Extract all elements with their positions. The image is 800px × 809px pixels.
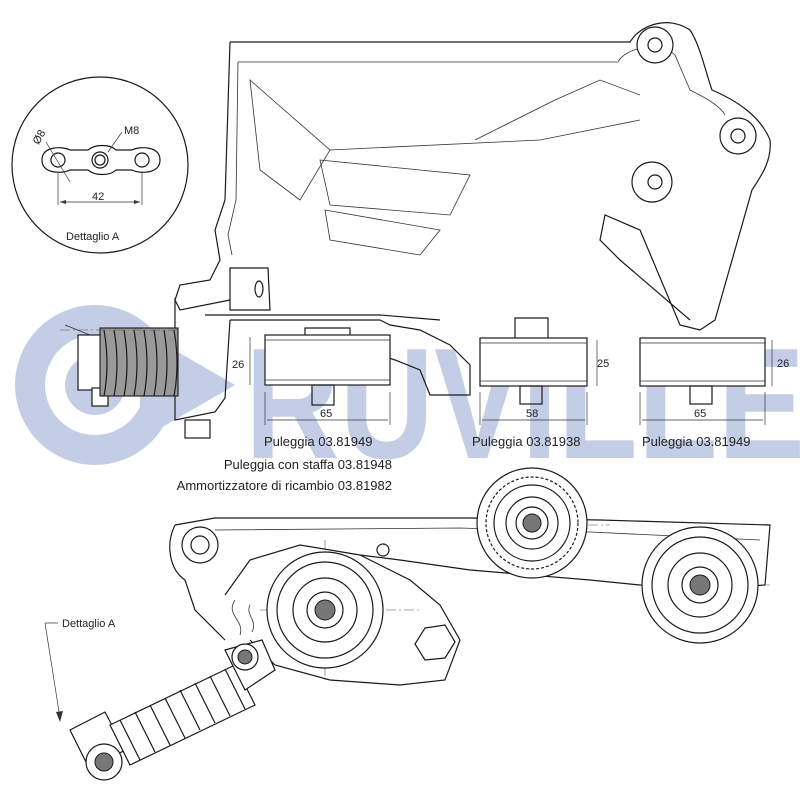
detail-a-view: Ø8 M8 42 Dettaglio A (11, 76, 189, 254)
damper-spring-side (99, 327, 179, 397)
bracket-upper-hole (636, 26, 674, 64)
dim-left-width: 65 (320, 408, 332, 420)
detail-a-diameter-label: Ø8 (31, 128, 49, 147)
pulley-right-front (641, 526, 759, 644)
pulley-right-side (639, 337, 766, 405)
caption-pulley-right: Puleggia 03.81949 (642, 434, 750, 449)
pulley-left-side (264, 327, 391, 406)
detail-a-spacing-label: 42 (92, 191, 104, 203)
pulley-left-front (266, 551, 384, 669)
detail-a-bracket (41, 144, 161, 176)
dim-mid-width: 58 (526, 408, 538, 420)
pulley-mid-side (479, 317, 588, 405)
caption-pulley-left: Puleggia 03.81949 (264, 434, 372, 449)
dim-mid-height: 25 (597, 358, 609, 370)
caption-pulley-mid: Puleggia 03.81938 (472, 434, 580, 449)
side-view-dimensions (249, 337, 773, 425)
dim-right-height: 26 (777, 358, 789, 370)
arm-small-stud (376, 543, 390, 557)
dim-right-width: 65 (694, 408, 706, 420)
caption-pulley-bracket: Puleggia con staffa 03.81948 (224, 457, 392, 472)
mounting-bracket (174, 22, 771, 331)
detail-a-thread-label: M8 (124, 125, 139, 137)
detail-a-callout: Dettaglio A (44, 618, 116, 722)
detail-a-title: Dettaglio A (66, 231, 120, 243)
bracket-right-hole (719, 117, 757, 155)
callout-detail-a-label: Dettaglio A (62, 618, 116, 630)
damper-spring-front (69, 639, 276, 781)
pulley-mid-front (476, 467, 588, 579)
bracket-center-hole (631, 161, 673, 203)
arm-pivot-bolt (181, 526, 219, 564)
dim-left-height: 26 (232, 359, 244, 371)
detail-a-border (11, 76, 189, 254)
tensioner-side-view (60, 267, 471, 439)
caption-damper: Ammortizzatore di ricambio 03.81982 (177, 478, 392, 493)
